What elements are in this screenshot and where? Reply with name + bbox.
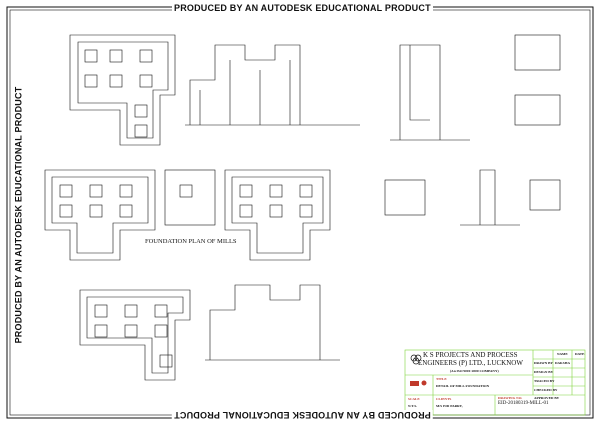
footing-pad: [89, 204, 103, 218]
client-label: CLIENTS: [436, 397, 452, 401]
footing-pad: [94, 324, 108, 338]
date-header: DATE: [575, 352, 585, 356]
footing-pad: [89, 184, 103, 198]
role-approved: APPROVED BY: [534, 396, 560, 400]
footing-pad: [154, 324, 168, 338]
foundation-plan-label: FOUNDATION PLAN OF MILLS: [145, 238, 237, 245]
footing-pad: [94, 304, 108, 318]
footing-pad: [179, 184, 193, 198]
drawing-no-label: DRAWING NO.: [498, 396, 523, 400]
footing-pad: [109, 74, 123, 88]
footing-pad: [159, 354, 173, 368]
footing-pad: [59, 184, 73, 198]
footing-pad: [119, 204, 133, 218]
scale-label: SCALE: [408, 397, 420, 401]
footing-pad: [154, 304, 168, 318]
company-iso: (An ISO 9001:2000 COMPANY): [450, 369, 499, 373]
watermark-top: PRODUCED BY AN AUTODESK EDUCATIONAL PROD…: [172, 3, 433, 13]
drawing-no-value: EID-20180319-MILL-01: [498, 401, 549, 406]
drawn-by-name: DAKSHA: [555, 361, 570, 365]
mill-plan-3: [79, 284, 340, 381]
footing-pad: [269, 184, 283, 198]
section-bb: [390, 44, 470, 141]
footing-pad: [239, 204, 253, 218]
footing-pad: [124, 304, 138, 318]
role-checked: CHECKED BY: [534, 388, 558, 392]
footing-pad: [139, 49, 153, 63]
role-design: DESIGN BY: [534, 370, 554, 374]
footing-pad: [84, 74, 98, 88]
footing-pad: [84, 49, 98, 63]
drawing-title: DETAIL OF MILL FOUNDATION: [436, 384, 490, 388]
footing-pad: [124, 324, 138, 338]
footing-pad: [139, 74, 153, 88]
name-header: NAME: [557, 352, 568, 356]
column-details: [384, 169, 561, 226]
footing-pad: [299, 184, 313, 198]
title-logo: [410, 381, 419, 386]
footing-pad: [134, 124, 148, 138]
footing-pad: [59, 204, 73, 218]
mill-plan-1: [69, 34, 176, 146]
scale-value: N.T.S.: [408, 404, 418, 408]
section-aa: [185, 44, 360, 126]
role-traced: TRACED BY: [534, 379, 555, 383]
mill-plan-2: [44, 169, 331, 261]
detail-boxes-right: [514, 34, 561, 126]
watermark-bottom: PRODUCED BY AN AUTODESK EDUCATIONAL PROD…: [172, 410, 433, 420]
company-line1: K S PROJECTS AND PROCESS: [423, 351, 518, 359]
title-label: TITLE: [436, 377, 447, 381]
title-block-grid: [404, 349, 586, 416]
footing-pad: [119, 184, 133, 198]
footing-pad: [109, 49, 123, 63]
footing-pad: [134, 104, 148, 118]
footing-pad: [269, 204, 283, 218]
company-logo: [410, 354, 422, 365]
client-value: M/S EID PARRY,: [436, 404, 463, 408]
role-drawn: DRAWN BY: [534, 361, 553, 365]
title-logo-mark: [421, 380, 427, 386]
company-line2: ENGINEERS (P) LTD., LUCKNOW: [418, 359, 523, 367]
watermark-left: PRODUCED BY AN AUTODESK EDUCATIONAL PROD…: [13, 84, 24, 346]
footing-pad: [299, 204, 313, 218]
footing-pad: [239, 184, 253, 198]
